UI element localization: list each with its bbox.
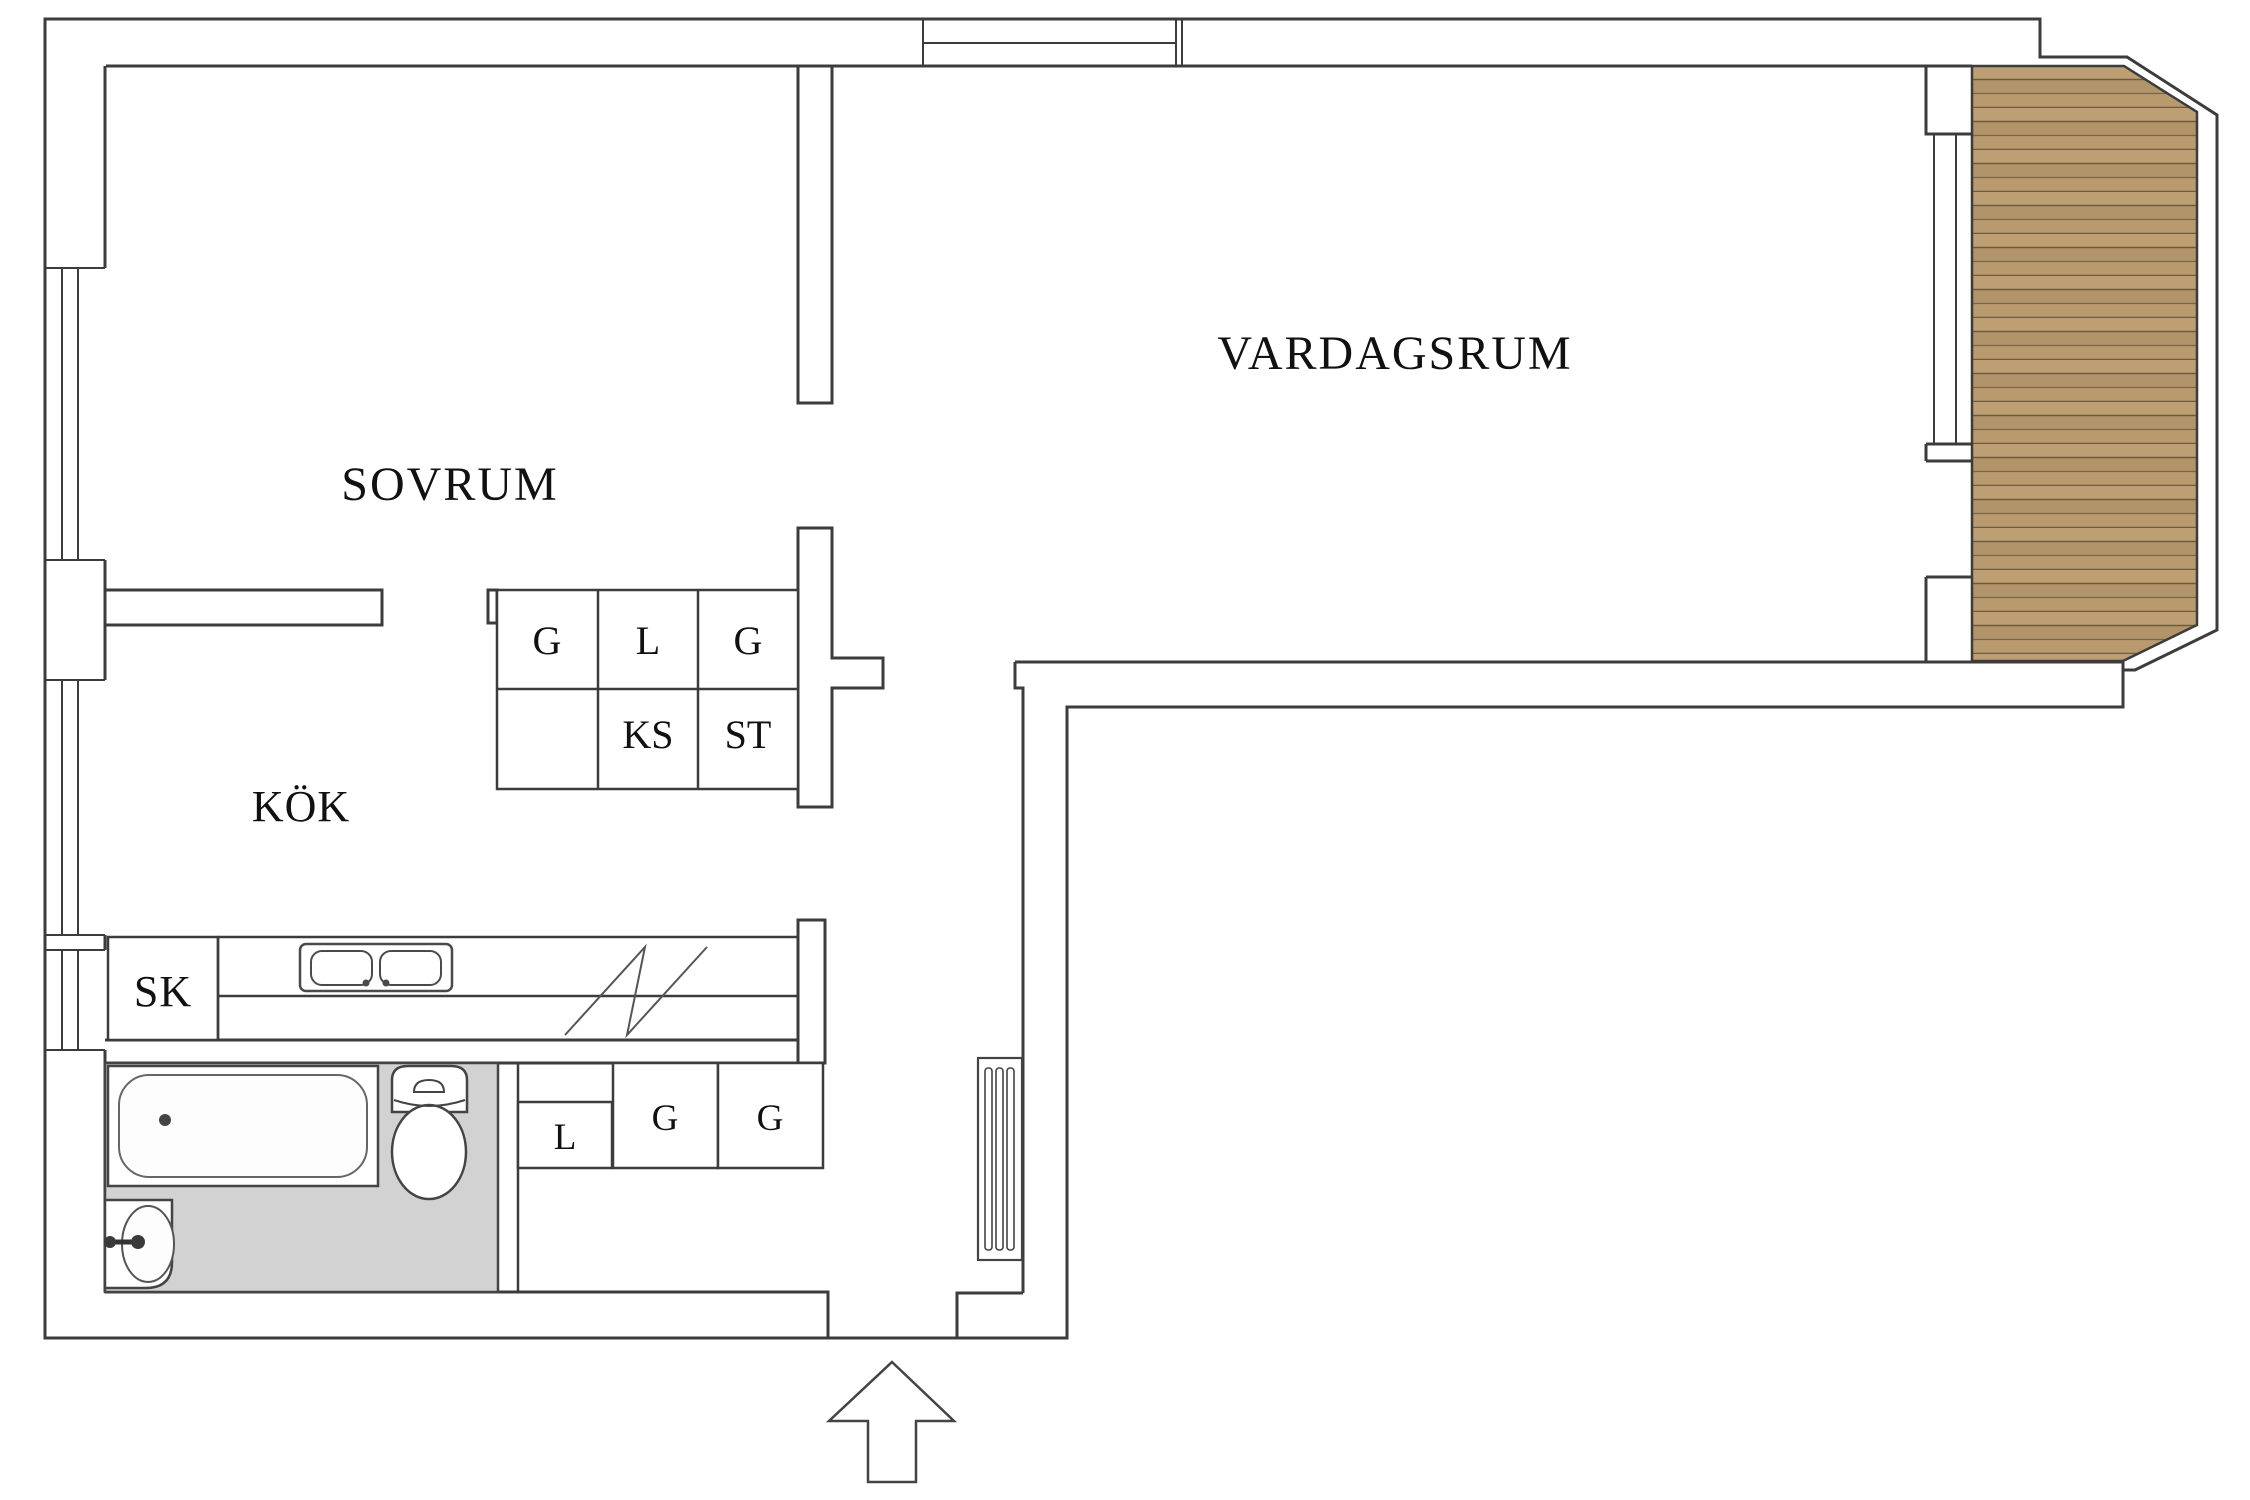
hall-closet-label-g2: G <box>757 1098 784 1139</box>
kitchen-bathroom-wall <box>105 1038 823 1065</box>
bedroom-kitchen-wall <box>105 588 384 627</box>
toilet-bowl <box>390 1103 468 1201</box>
balcony <box>1970 64 2199 663</box>
hall-closet-label-l: L <box>554 1117 577 1158</box>
kitchen-window <box>45 679 105 936</box>
basin-faucet-base <box>131 1235 145 1249</box>
room-label-kitchen: KÖK <box>252 782 350 831</box>
label-cleaning-closet: SK <box>134 967 192 1016</box>
bedroom-closet-block <box>495 588 800 791</box>
closet-label-ks: KS <box>622 712 673 757</box>
radiator <box>976 1056 1024 1262</box>
cleaning-closet-box <box>106 935 220 1042</box>
livingroom-top-window <box>922 19 1183 66</box>
closet-label-g2: G <box>734 618 763 663</box>
exterior-walls <box>43 17 2219 1340</box>
toilet-seat-line <box>393 1099 466 1107</box>
bathroom <box>103 1061 520 1294</box>
labels: SOVRUM VARDAGSRUM KÖK SK G L G KS ST L G… <box>134 327 1572 1158</box>
bathtub-inner <box>118 1074 368 1178</box>
stove-symbol <box>564 943 708 1039</box>
bathroom-window <box>45 949 105 1051</box>
balcony-wood-deck <box>1970 64 2199 663</box>
kitchen-hall-wall <box>796 918 827 1065</box>
sink-bowl-right <box>379 950 442 986</box>
closet-label-l: L <box>636 618 660 663</box>
wash-basin <box>103 1198 175 1290</box>
right-wall-segments <box>1924 64 1972 662</box>
windows <box>45 19 1957 1051</box>
hall-closet-g2 <box>716 1061 825 1170</box>
bedroom-window <box>45 267 105 561</box>
sink-bowl-left <box>310 950 373 986</box>
toilet-lid-button <box>412 1078 446 1093</box>
bedroom-livingroom-wall <box>796 66 834 405</box>
sink-faucet-dot-right <box>382 979 390 987</box>
hall-closets <box>516 1061 825 1170</box>
radiator-fin-1 <box>984 1067 993 1251</box>
hall-closet-l <box>516 1100 614 1170</box>
toilet <box>390 1064 469 1201</box>
kitchen-sink <box>298 942 454 993</box>
bathtub <box>106 1064 380 1188</box>
bottom-wall-inner <box>105 1290 830 1338</box>
hall-closet-label-g1: G <box>652 1098 679 1139</box>
building-outline <box>43 17 2219 1340</box>
room-label-livingroom: VARDAGSRUM <box>1217 327 1572 380</box>
balcony-window <box>1933 134 1957 444</box>
room-label-bedroom: SOVRUM <box>341 458 558 511</box>
kitchen-counter <box>216 935 798 1040</box>
closet-side-wall <box>796 526 885 809</box>
closet-label-st: ST <box>725 712 772 757</box>
sink-faucet-dot-left <box>362 979 370 987</box>
radiator-fin-3 <box>1006 1067 1015 1251</box>
door-jamb-stub <box>486 588 499 625</box>
hall-closet-g1 <box>611 1061 720 1170</box>
closet-label-g1: G <box>533 618 562 663</box>
livingroom-bottom-wall <box>955 660 2125 1338</box>
radiator-fin-2 <box>995 1067 1004 1251</box>
basin-faucet-knob <box>104 1236 116 1248</box>
entrance-arrow-icon <box>825 1360 958 1484</box>
bathtub-drain <box>159 1114 171 1126</box>
kitchen-fixtures <box>106 935 798 1042</box>
